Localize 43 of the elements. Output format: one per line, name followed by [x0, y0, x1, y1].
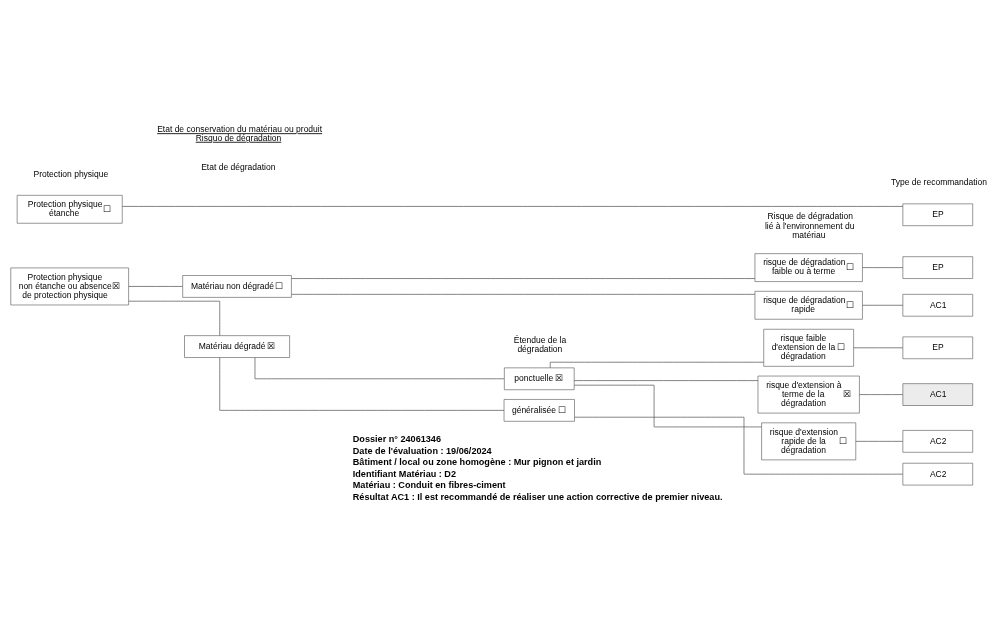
node-box: AC2	[902, 462, 973, 485]
label: Etat de conservation du matériau ou produit Risquo de dégradation	[157, 123, 323, 143]
node-box: Matériau dégradé ☒	[184, 334, 290, 358]
label: Date de l'évaluation : 19/06/2024	[352, 445, 492, 455]
connector	[855, 440, 904, 442]
label: Etat de dégradation	[201, 161, 276, 172]
connector	[859, 393, 904, 395]
node-box: EP	[902, 255, 973, 279]
node-box: AC1	[902, 293, 973, 316]
node-box: EP	[902, 336, 973, 359]
node-box: Protection physique non étanche ou absence de protection physique ☒	[10, 267, 129, 305]
connector	[291, 277, 756, 279]
connector	[574, 416, 904, 475]
connector	[254, 356, 505, 379]
node-box: ponctuelle ☒	[504, 367, 575, 390]
node-box: Matériau non dégradé☐	[182, 274, 292, 298]
connector	[291, 293, 756, 295]
node-box: AC1	[902, 382, 973, 406]
node-box: EP	[902, 203, 973, 226]
connector	[128, 285, 183, 287]
connector	[573, 379, 759, 381]
node-box: risque d'extension à terme de la dégradation ☒	[757, 375, 860, 413]
node-box: généralisée ☐	[503, 398, 575, 422]
connector	[862, 266, 904, 268]
connector	[853, 346, 904, 348]
label: Type de recommandation	[891, 176, 987, 187]
label: Risque de dégradation lié à l'environnement du matériau	[764, 210, 855, 240]
label: Résultat AC1 : Il est recommandé de réaliser une action corrective de premier niveau.	[352, 491, 723, 502]
label: Étendue de la dégradation	[513, 334, 567, 354]
connector	[549, 361, 765, 368]
label: Matériau : Conduit en fibres-ciment	[352, 479, 506, 490]
connector	[219, 356, 505, 411]
connector	[573, 384, 762, 427]
label: Bâtiment / local ou zone homogène : Mur pignon et jardin	[352, 456, 602, 467]
node-box: risque d'extension rapide de la dégradation ☐	[761, 422, 857, 460]
node-box: risque faible d'extension de la dégradation ☐	[763, 328, 854, 367]
connector	[128, 300, 221, 336]
label: Identifiant Matériau : D2	[352, 468, 457, 479]
connector	[122, 205, 904, 207]
label: Dossier n° 24061346	[352, 433, 441, 444]
label: Protection physique	[33, 168, 109, 179]
connector	[862, 304, 904, 306]
node-box: AC2	[902, 429, 973, 453]
